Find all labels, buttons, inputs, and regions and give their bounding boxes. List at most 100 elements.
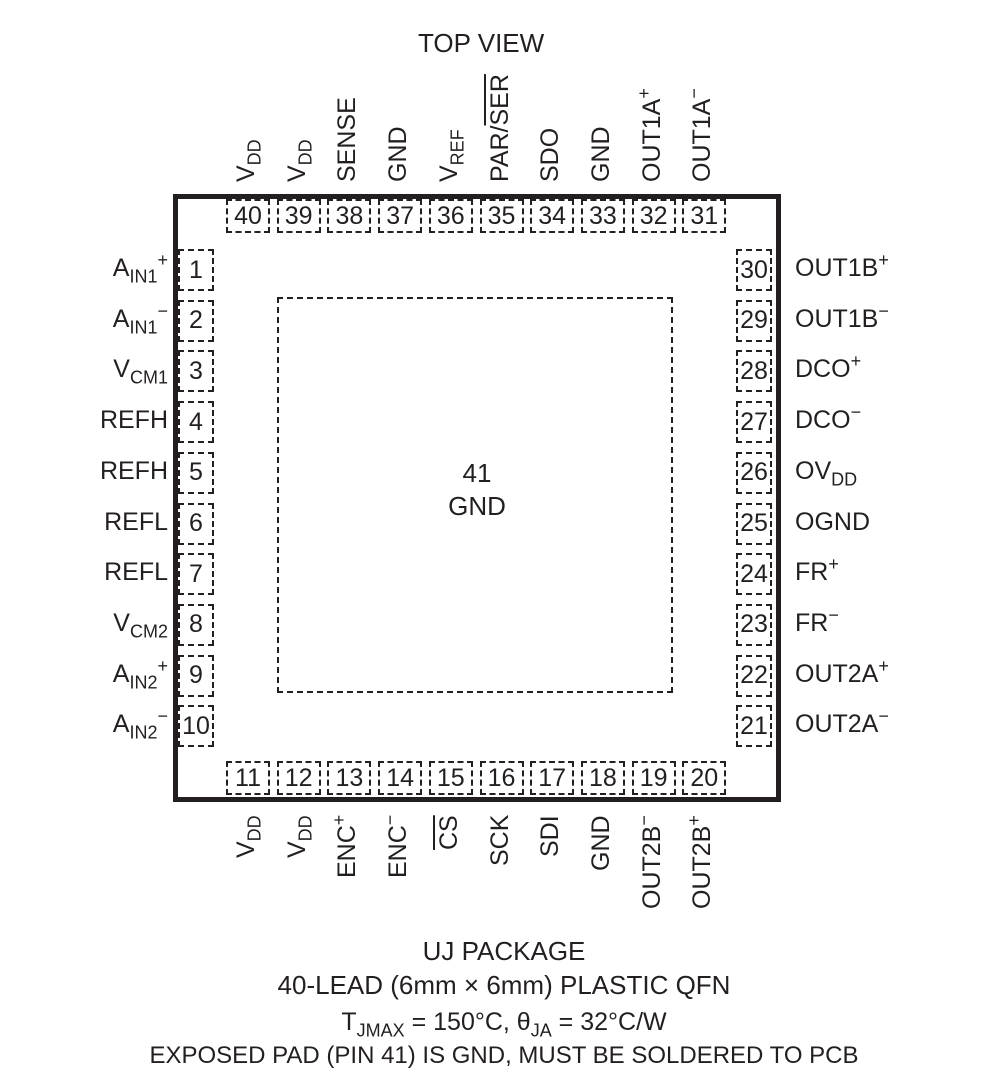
pin-14-pad: 14 [378,761,423,795]
pin-20-pad: 20 [682,761,727,795]
pin-36-pad: 36 [428,199,473,233]
pin-15-name: CS [434,815,463,850]
pin-9-name: AIN2+ [112,655,168,692]
pin-22-pad: 22 [736,654,772,697]
pin-24-name: FR+ [795,554,839,587]
pin-38-name: SENSE [333,97,362,182]
pin-number: 31 [690,201,719,230]
pin-number: 36 [436,201,465,230]
pin-18-name: GND [586,815,615,871]
pin-21-name: OUT2A− [795,706,889,739]
pin-number: 8 [189,610,203,639]
pin-19-pad: 19 [631,761,676,795]
package-name: UJ PACKAGE [422,936,586,966]
pin-number: 11 [235,763,261,792]
pin-6-name: REFL [104,507,168,536]
pin-36-name: VREF [434,129,468,182]
pin-16-name: SCK [485,814,514,866]
pin-number: 21 [740,711,768,740]
pin-number: 17 [538,763,567,792]
pin-33-pad: 33 [580,199,625,233]
diagram-title: TOP VIEW [418,28,545,58]
pin-34-name: SDO [536,127,565,182]
pin-4-name: REFH [99,406,168,435]
pin-26-pad: 26 [736,451,772,494]
pin-17-pad: 17 [530,761,575,795]
pin-17-name: SDI [536,815,565,857]
pin-number: 2 [189,306,203,335]
pin-31-pad: 31 [682,199,727,233]
pin-29-name: OUT1B− [795,300,889,333]
pin-number: 30 [740,255,768,284]
pin-15-pad: 15 [428,761,473,795]
pin-31-name: OUT1A− [684,88,717,182]
pin-3-name: VCM1 [113,355,168,388]
pin-37-name: GND [384,126,413,182]
pin-3-pad: 3 [178,350,214,393]
pin-5-name: REFH [99,456,168,485]
pin-14-name: ENC− [380,814,413,878]
pin-12-pad: 12 [276,761,321,795]
pin-1-name: AIN1+ [112,250,168,287]
pin-26-name: OVDD [795,456,858,490]
pin-4-pad: 4 [178,401,214,444]
pin-number: 16 [487,763,516,792]
pin-27-name: DCO− [795,402,862,435]
pin-number: 7 [189,559,203,588]
pin-number: 24 [740,559,768,588]
pin-13-pad: 13 [327,761,372,795]
pin-number: 39 [284,201,313,230]
pin-13-name: ENC+ [329,814,362,878]
pin-number: 3 [189,356,203,385]
package-note: EXPOSED PAD (PIN 41) IS GND, MUST BE SOL… [149,1042,859,1069]
pin-30-pad: 30 [736,249,772,291]
pin-30-name: OUT1B+ [795,250,889,282]
pin-number: 14 [386,763,414,792]
pin-7-name: REFL [104,558,168,587]
exposed-pad-number: 41 [462,458,492,488]
pin-5-pad: 5 [178,451,214,494]
pin-number: 32 [639,201,668,230]
pin-39-name: VDD [282,139,315,182]
pin-7-pad: 7 [178,553,214,596]
pin-number: 6 [189,509,203,537]
pin-32-pad: 32 [631,199,676,233]
pin-16-pad: 16 [479,761,524,795]
pin-number: 10 [182,711,210,740]
pin-21-pad: 21 [736,705,772,748]
pin-number: 34 [538,201,567,230]
pin-28-name: DCO+ [795,351,862,384]
pin-18-pad: 18 [580,761,625,795]
chip-body [173,194,781,802]
pin-10-pad: 10 [178,705,214,748]
pin-22-name: OUT2A+ [795,655,889,688]
pin-8-pad: 8 [178,603,214,646]
pin-11-name: VDD [232,815,265,858]
pin-12-name: VDD [282,815,315,858]
pin-number: 22 [740,661,768,690]
pin-number: 1 [189,255,203,284]
pin-number: 18 [588,763,617,792]
pin-40-name: VDD [232,139,265,182]
pin-number: 26 [740,458,768,487]
pin-29-pad: 29 [736,299,772,342]
pin-number: 13 [335,763,364,792]
pin-23-name: FR− [795,605,839,637]
package-thermal: TJMAX = 150°C, θJA = 32°C/W [341,1008,667,1041]
pin-number: 35 [487,201,516,230]
pin-25-name: OGND [795,507,870,536]
pin-number: 40 [234,201,262,230]
pin-number: 25 [740,509,768,537]
pin-25-pad: 25 [736,502,772,545]
pin-number: 19 [639,763,668,792]
pin-number: 37 [386,201,414,230]
pin-1-pad: 1 [178,249,214,291]
pin-number: 38 [335,201,364,230]
pin-number: 23 [740,610,768,639]
pin-number: 33 [588,201,617,230]
pin-number: 29 [740,306,768,335]
pin-20-name: OUT2B+ [684,815,717,909]
pin-number: 28 [740,356,768,385]
pin-24-pad: 24 [736,553,772,596]
pin-2-name: AIN1− [112,300,168,337]
